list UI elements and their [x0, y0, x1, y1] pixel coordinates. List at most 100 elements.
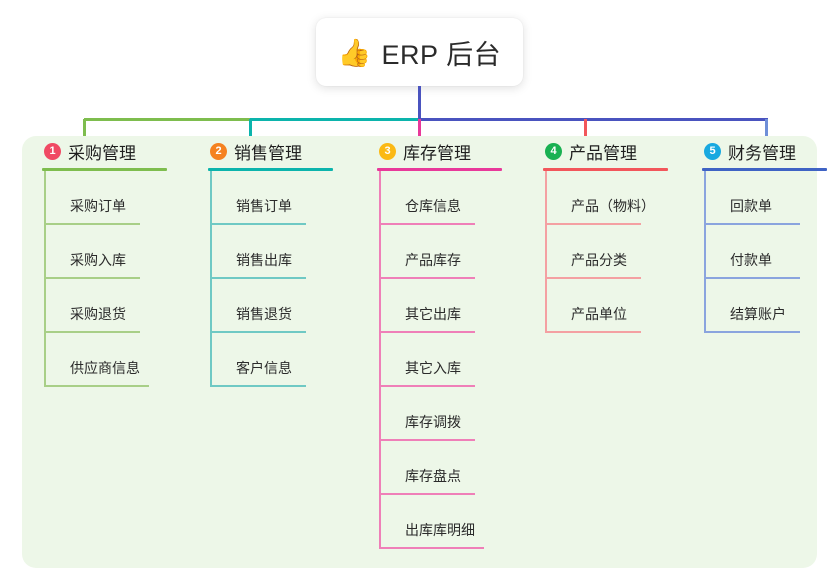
branch-leaves-5: 回款单付款单结算账户	[702, 171, 839, 333]
branch-stem-2	[210, 171, 212, 387]
leaf-item-label: 其它出库	[405, 306, 461, 322]
branch-title-1: 采购管理	[68, 143, 136, 163]
leaf-item-label: 付款单	[730, 252, 772, 268]
leaf-item-label: 仓库信息	[405, 198, 461, 214]
branch-badge-3: 3	[379, 142, 396, 160]
leaf-rule	[395, 493, 475, 495]
leaf-rule	[226, 385, 306, 387]
leaf-item[interactable]: 销售退货	[210, 279, 368, 333]
branch-column-2: 2 销售管理 销售订单销售出库销售退货客户信息	[208, 136, 368, 387]
leaf-rule	[395, 547, 484, 549]
leaf-item-label: 销售订单	[236, 198, 292, 214]
leaf-rule	[720, 277, 800, 279]
branch-column-1: 1 采购管理 采购订单采购入库采购退货供应商信息	[42, 136, 202, 387]
branch-leaves-2: 销售订单销售出库销售退货客户信息	[208, 171, 368, 387]
leaf-rule	[226, 277, 306, 279]
leaf-rule	[561, 331, 641, 333]
branch-header-1[interactable]: 1 采购管理	[42, 136, 202, 166]
leaf-rule	[395, 331, 475, 333]
leaf-rule	[60, 331, 140, 333]
branch-rule-4	[543, 168, 668, 171]
leaf-connector	[379, 223, 395, 225]
branch-title-5: 财务管理	[728, 143, 796, 163]
leaf-rule	[60, 223, 140, 225]
leaf-connector	[545, 331, 561, 333]
leaf-item-label: 回款单	[730, 198, 772, 214]
leaf-connector	[210, 331, 226, 333]
root-node-card[interactable]: 👍 ERP 后台	[316, 18, 523, 86]
branch-rule-5	[702, 168, 827, 171]
leaf-item-label: 结算账户	[730, 306, 786, 322]
leaf-item[interactable]: 产品分类	[545, 225, 703, 279]
leaf-item[interactable]: 其它出库	[379, 279, 537, 333]
branch-header-4[interactable]: 4 产品管理	[543, 136, 703, 166]
branch-stem-3	[379, 171, 381, 549]
branch-header-2[interactable]: 2 销售管理	[208, 136, 368, 166]
leaf-connector	[379, 331, 395, 333]
leaf-rule	[561, 277, 641, 279]
leaf-connector	[44, 223, 60, 225]
leaf-item[interactable]: 付款单	[704, 225, 839, 279]
leaf-rule	[720, 223, 800, 225]
leaf-rule	[60, 385, 149, 387]
branch-badge-5: 5	[704, 142, 721, 160]
leaf-item[interactable]: 结算账户	[704, 279, 839, 333]
branch-leaves-3: 仓库信息产品库存其它出库其它入库库存调拨库存盘点出库库明细	[377, 171, 537, 549]
leaf-item-label: 产品库存	[405, 252, 461, 268]
leaf-item[interactable]: 仓库信息	[379, 171, 537, 225]
leaf-connector	[379, 493, 395, 495]
leaf-item-label: 客户信息	[236, 360, 292, 376]
leaf-item[interactable]: 销售出库	[210, 225, 368, 279]
leaf-rule	[395, 277, 475, 279]
leaf-item[interactable]: 供应商信息	[44, 333, 202, 387]
leaf-item-label: 产品分类	[571, 252, 627, 268]
leaf-item[interactable]: 客户信息	[210, 333, 368, 387]
leaf-connector	[379, 277, 395, 279]
leaf-item[interactable]: 库存调拨	[379, 387, 537, 441]
leaf-item-label: 销售出库	[236, 252, 292, 268]
leaf-item[interactable]: 库存盘点	[379, 441, 537, 495]
branch-header-3[interactable]: 3 库存管理	[377, 136, 537, 166]
branch-stem-5	[704, 171, 706, 333]
branch-header-5[interactable]: 5 财务管理	[702, 136, 839, 166]
leaf-item[interactable]: 销售订单	[210, 171, 368, 225]
leaf-connector	[545, 223, 561, 225]
branch-rule-2	[208, 168, 333, 171]
leaf-item[interactable]: 出库库明细	[379, 495, 537, 549]
leaf-item[interactable]: 产品（物料）	[545, 171, 703, 225]
leaf-rule	[720, 331, 800, 333]
leaf-rule	[395, 439, 475, 441]
leaf-connector	[545, 277, 561, 279]
leaf-item-label: 出库库明细	[405, 522, 475, 538]
leaf-item[interactable]: 回款单	[704, 171, 839, 225]
leaf-connector	[44, 331, 60, 333]
leaf-item-label: 采购订单	[70, 198, 126, 214]
leaf-connector	[379, 385, 395, 387]
thumbs-up-icon: 👍	[337, 37, 372, 68]
leaf-item[interactable]: 其它入库	[379, 333, 537, 387]
leaf-connector	[44, 385, 60, 387]
branch-stem-1	[44, 171, 46, 387]
leaf-connector	[704, 277, 720, 279]
leaf-item[interactable]: 产品库存	[379, 225, 537, 279]
leaf-rule	[395, 385, 475, 387]
root-node-title: ERP 后台	[381, 39, 502, 70]
leaf-item[interactable]: 采购入库	[44, 225, 202, 279]
branch-title-4: 产品管理	[569, 143, 637, 163]
leaf-item[interactable]: 采购订单	[44, 171, 202, 225]
leaf-rule	[561, 223, 641, 225]
leaf-item-label: 销售退货	[236, 306, 292, 322]
branch-badge-2: 2	[210, 142, 227, 160]
branch-rule-3	[377, 168, 502, 171]
leaf-item-label: 采购退货	[70, 306, 126, 322]
branch-leaves-4: 产品（物料） 产品分类产品单位	[543, 171, 703, 333]
branch-column-3: 3 库存管理 仓库信息产品库存其它出库其它入库库存调拨库存盘点出库库明细	[377, 136, 537, 549]
leaf-item[interactable]: 采购退货	[44, 279, 202, 333]
leaf-connector	[379, 439, 395, 441]
branch-badge-1: 1	[44, 142, 61, 160]
leaf-connector	[210, 385, 226, 387]
leaf-item[interactable]: 产品单位	[545, 279, 703, 333]
leaf-item-label: 库存调拨	[405, 414, 461, 430]
leaf-item-label: 产品（物料）	[571, 198, 655, 214]
leaf-item-label: 供应商信息	[70, 360, 140, 376]
